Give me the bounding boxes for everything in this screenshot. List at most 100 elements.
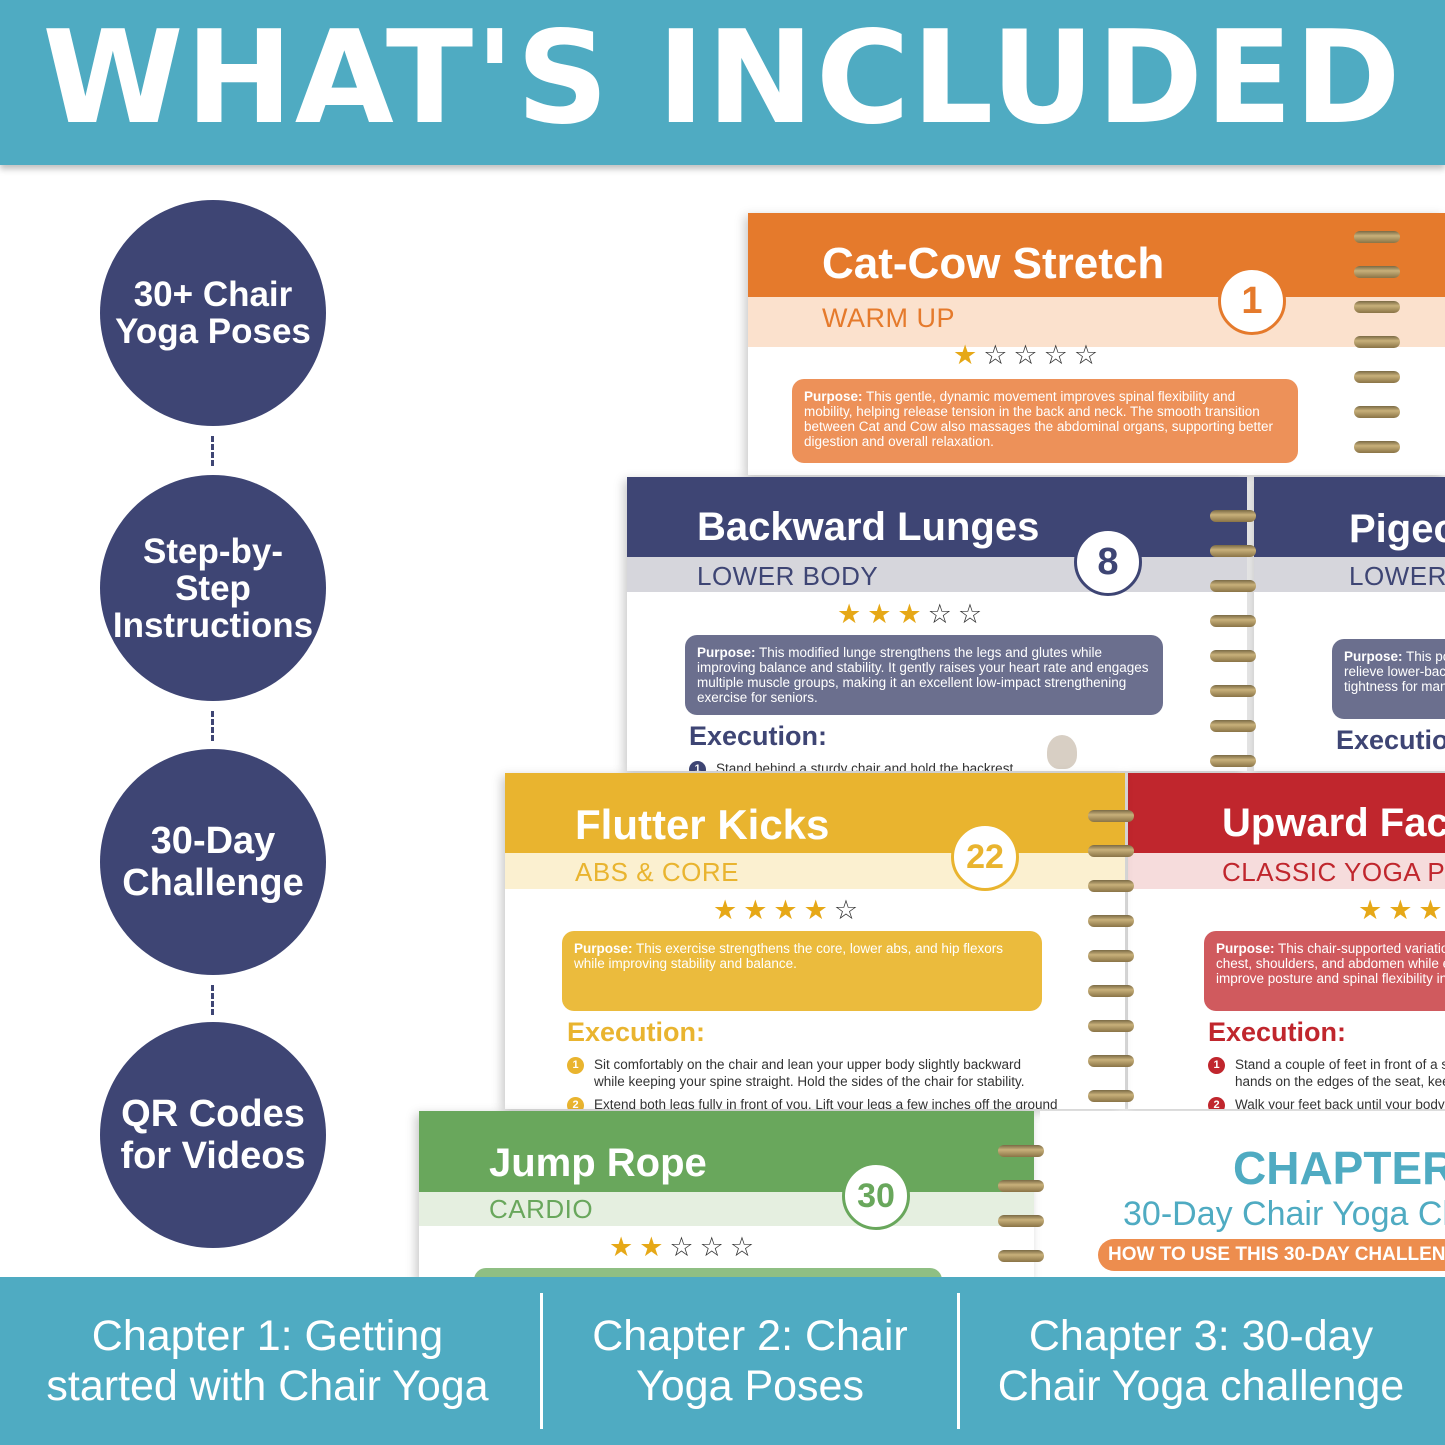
pose-title: Pigeo — [1349, 507, 1445, 551]
difficulty-stars: ★☆☆☆☆ — [953, 340, 1104, 371]
page-header — [419, 1111, 1034, 1192]
feature-circle-qr-codes: QR Codes for Videos — [100, 1022, 326, 1248]
spiral-ring — [1088, 810, 1134, 822]
step-number-icon: 1 — [1208, 1057, 1225, 1074]
execution-step: 2 Walk your feet back until your body f — [1208, 1097, 1445, 1109]
category-band — [748, 297, 1445, 347]
pose-number: 30 — [842, 1162, 910, 1230]
difficulty-stars: ★★★★☆ — [713, 895, 864, 926]
category-band — [1128, 853, 1445, 889]
feature-label: QR Codes for Videos — [120, 1093, 306, 1177]
pose-number: 1 — [1218, 267, 1286, 335]
spiral-ring — [1354, 231, 1400, 243]
spiral-ring — [1088, 985, 1134, 997]
pose-category: CARDIO — [489, 1194, 594, 1224]
purpose-box: Purpose: This modified lunge strengthens… — [685, 635, 1163, 715]
purpose-box: Purpose: This gentle, dynamic movement i… — [792, 379, 1298, 463]
purpose-label: Purpose: — [1216, 941, 1275, 956]
spiral-ring — [1088, 1020, 1134, 1032]
pose-title: Jump Rope — [489, 1141, 707, 1185]
purpose-label: Purpose: — [697, 645, 756, 660]
connector-line — [211, 711, 214, 741]
feature-circle-challenge: 30-Day Challenge — [100, 749, 326, 975]
spiral-binding — [998, 1135, 1044, 1275]
step-text: Sit comfortably on the chair and lean yo… — [594, 1057, 1021, 1072]
chapter-title: CHAPTER 3 — [1233, 1142, 1445, 1194]
header-banner: WHAT'S INCLUDED — [0, 0, 1445, 165]
execution-step: 2 Extend both legs fully in front of you.… — [567, 1097, 1058, 1109]
footer-text: started with Chair Yoga — [46, 1362, 489, 1410]
spiral-ring — [1088, 845, 1134, 857]
spiral-ring — [1354, 301, 1400, 313]
purpose-text: This exercise strengthens the core, lowe… — [574, 941, 1003, 971]
spiral-ring — [1210, 685, 1256, 697]
pose-category: LOWER BODY — [697, 561, 879, 591]
spiral-ring — [1210, 510, 1256, 522]
star-filled-icon: ★ — [953, 340, 984, 371]
star-empty-icon: ☆☆☆☆ — [983, 340, 1105, 371]
step-number-icon: 2 — [1208, 1097, 1225, 1109]
purpose-label: Purpose: — [804, 389, 863, 404]
pose-category: WARM UP — [822, 303, 955, 333]
feature-label: 30-Day Challenge — [122, 820, 304, 904]
purpose-label: Purpose: — [574, 941, 633, 956]
star-empty-icon: ☆ — [833, 895, 865, 926]
step-number-icon: 2 — [567, 1097, 584, 1109]
spiral-ring — [1354, 441, 1400, 453]
footer-text: Chapter 1: Getting — [91, 1312, 444, 1360]
pose-number: 8 — [1074, 528, 1142, 596]
purpose-text: This modified lunge strengthens the legs… — [697, 645, 1149, 705]
feature-label: Step-by-Step Instructions — [112, 531, 314, 645]
step-text: hands on the edges of the seat, keep — [1235, 1074, 1445, 1089]
purpose-text: This chair-supported variation — [1278, 941, 1445, 956]
spiral-ring — [1088, 1090, 1134, 1102]
page-title: WHAT'S INCLUDED — [42, 3, 1403, 153]
chapter-badge: HOW TO USE THIS 30-DAY CHALLENG — [1098, 1239, 1445, 1271]
feature-circle-poses: 30+ Chair Yoga Poses — [100, 200, 326, 426]
pose-number: 22 — [951, 823, 1019, 891]
step-text: Walk your feet back until your body f — [1235, 1097, 1445, 1109]
connector-line — [211, 985, 214, 1015]
spiral-ring — [1210, 545, 1256, 557]
purpose-text: relieve lower-back — [1344, 664, 1445, 679]
step-text: Stand a couple of feet in front of a s — [1235, 1057, 1445, 1072]
pose-category: LOWER — [1349, 561, 1445, 591]
purpose-text: tightness for man — [1344, 679, 1445, 694]
spiral-binding — [1210, 500, 1256, 770]
footer-divider — [957, 1293, 960, 1429]
pose-category: ABS & CORE — [575, 857, 739, 887]
purpose-box: Purpose: This exercise strengthens the c… — [562, 931, 1042, 1011]
spiral-ring — [1210, 755, 1256, 767]
star-filled-icon: ★★ — [609, 1232, 670, 1263]
footer-text: Chair Yoga challenge — [997, 1362, 1405, 1410]
execution-heading: Execution: — [567, 1017, 706, 1047]
execution-heading: Execution: — [689, 721, 828, 751]
step-text: Extend both legs fully in front of you. … — [594, 1097, 1058, 1109]
category-band — [419, 1192, 1034, 1226]
spiral-binding — [1354, 221, 1400, 475]
footer-text: Yoga Poses — [636, 1362, 864, 1410]
spiral-ring — [998, 1180, 1044, 1192]
execution-heading: Execution: — [1208, 1017, 1347, 1047]
step-number-icon: 1 — [567, 1057, 584, 1074]
purpose-box: Purpose: This chair-supported variation … — [1204, 931, 1445, 1011]
spiral-ring — [998, 1145, 1044, 1157]
page-upward-facing: Upward Faci CLASSIC YOGA P ★★★ Purpose: … — [1128, 773, 1445, 1109]
star-filled-icon: ★★★ — [837, 599, 928, 630]
spiral-ring — [1088, 880, 1134, 892]
purpose-text: improve posture and spinal flexibility i… — [1216, 971, 1445, 986]
spiral-ring — [1354, 371, 1400, 383]
page-header — [1254, 477, 1445, 557]
page-backward-lunges: Backward Lunges LOWER BODY 8 ★★★☆☆ Purpo… — [627, 477, 1247, 771]
feature-label: 30+ Chair Yoga Poses — [115, 275, 311, 351]
spiral-ring — [1354, 336, 1400, 348]
pose-title: Cat-Cow Stretch — [822, 239, 1165, 288]
spiral-ring — [1088, 950, 1134, 962]
purpose-box: Purpose: This pos relieve lower-back tig… — [1332, 639, 1445, 719]
footer-text: Chapter 3: 30-day — [1028, 1312, 1374, 1360]
category-band — [627, 557, 1247, 592]
